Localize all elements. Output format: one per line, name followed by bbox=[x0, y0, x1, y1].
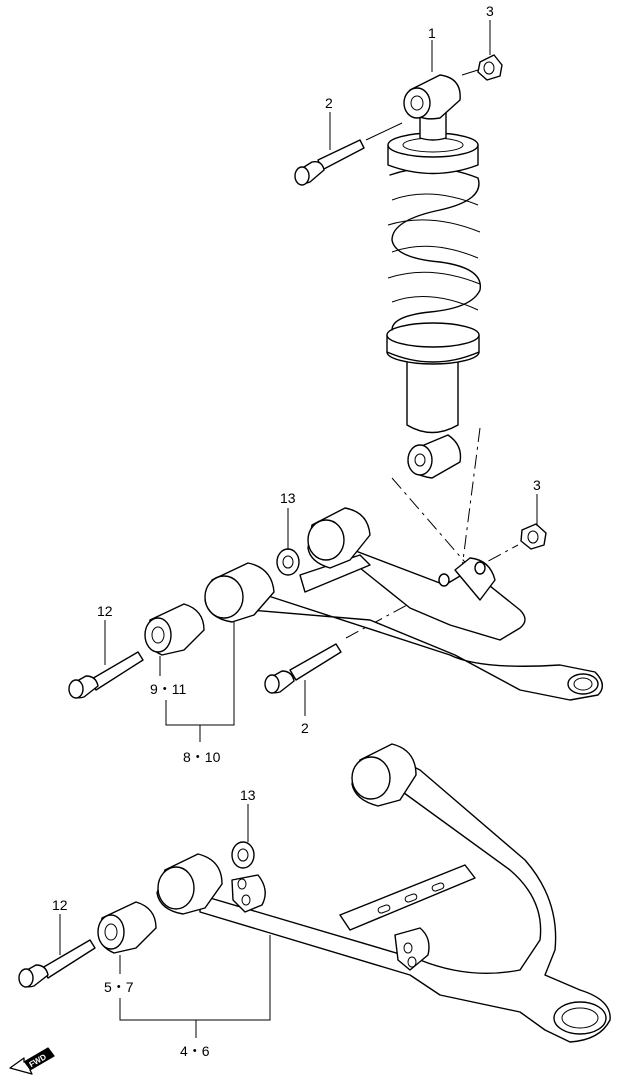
upper-shock-bushing bbox=[403, 74, 461, 120]
lower-shock-eye bbox=[407, 434, 462, 479]
callout-13-upper: 13 bbox=[280, 490, 296, 506]
callout-8-10: 8・10 bbox=[183, 749, 221, 765]
lower-shock-bolt bbox=[264, 643, 342, 694]
callout-2-middle: 2 bbox=[301, 720, 309, 736]
lower-arm-washer bbox=[231, 841, 255, 869]
leader-lines bbox=[59, 20, 538, 1038]
shock-absorber bbox=[386, 109, 481, 434]
callout-5-7: 5・7 bbox=[104, 979, 134, 995]
lower-arm-front-pivot-collar bbox=[156, 853, 223, 915]
upper-arm-pivot-bolt bbox=[68, 651, 144, 699]
callout-13-lower: 13 bbox=[240, 787, 256, 803]
lower-shock-nut bbox=[520, 523, 547, 550]
callout-12-upper: 12 bbox=[97, 603, 113, 619]
upper-arm-bushing bbox=[144, 603, 205, 656]
lower-arm-rear-pivot bbox=[351, 743, 417, 807]
upper-arm-front-pivot-collar bbox=[204, 562, 275, 623]
callout-2-upper: 2 bbox=[325, 95, 333, 111]
callout-9-11: 9・11 bbox=[150, 681, 187, 697]
callout-1: 1 bbox=[428, 25, 436, 41]
callout-3-middle: 3 bbox=[533, 477, 541, 493]
lower-arm-bushing bbox=[97, 901, 157, 954]
front-direction-arrow-icon: FWD bbox=[9, 1047, 55, 1075]
upper-arm-rear-pivot bbox=[307, 507, 371, 569]
upper-shock-bolt bbox=[294, 122, 403, 186]
lower-arm-pivot-bolt bbox=[18, 939, 96, 988]
callout-3-upper: 3 bbox=[486, 3, 494, 19]
callout-labels: 1 2 3 3 13 12 9・11 2 8・10 13 12 5・7 4・6 bbox=[52, 3, 541, 1059]
upper-a-arm bbox=[249, 544, 603, 701]
lower-a-arm bbox=[199, 764, 611, 1043]
callout-12-lower: 12 bbox=[52, 897, 68, 913]
callout-4-6: 4・6 bbox=[180, 1043, 210, 1059]
upper-arm-washer bbox=[276, 548, 300, 576]
upper-shock-nut bbox=[461, 54, 503, 81]
